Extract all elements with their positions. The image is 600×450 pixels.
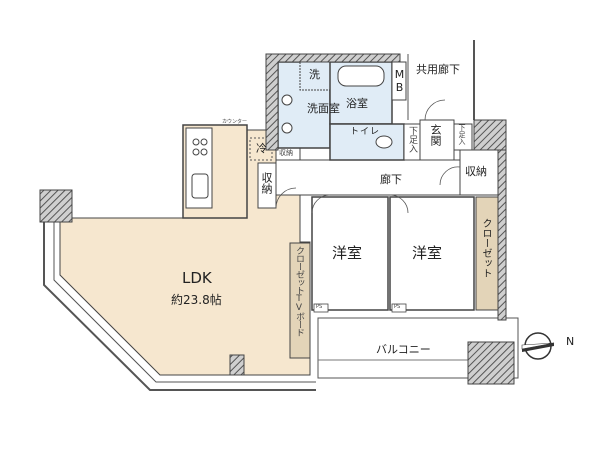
ldk-name: LDK [182,269,212,287]
compass-label: N [566,335,575,348]
right-closet-label: クローゼット [480,218,491,278]
ps-label-2: PS [394,304,401,310]
column-bottom-right [467,341,515,385]
western-room-1-label: 洋室 [332,244,363,262]
mb-label: MB [393,68,406,94]
bathroom-label: 浴室 [346,97,368,110]
column-wet [265,53,401,151]
column-mid [229,354,245,376]
entrance-label: 玄関 [429,124,442,146]
column-right [473,119,507,151]
counter-label: カウンター [222,119,248,125]
shoebox-left-label: 下足入 [407,126,417,153]
washroom-label: 洗面室 [307,102,340,115]
north-arrow-icon [521,332,555,360]
western-room-1 [311,196,389,311]
toilet-label: トイレ [350,127,381,137]
right-storage-label: 収納 [465,165,487,178]
ldk-area: 約23.8帖 [171,293,222,307]
shoebox-right [453,123,473,151]
common-corridor-label: 共用廊下 [416,63,460,76]
tv-closet-label: クローゼットTVボード [294,246,304,336]
hallway [275,159,462,196]
shoebox-right-label: 下足入 [458,124,466,145]
western-room-2-label: 洋室 [412,244,443,262]
fridge-label: 冷 [256,142,267,155]
hallway-label: 廊下 [380,173,402,186]
tv-closet [289,242,311,359]
hall-storage-label: 収納 [260,172,273,194]
washer-label: 洗 [309,68,320,81]
ps-label-1: PS [316,304,323,310]
kitchen-storage-label: 収納 [279,149,293,157]
column-top-left [39,189,73,223]
western-room-2 [389,196,475,311]
ldk-outer-wall [43,220,316,391]
balcony-label: バルコニー [376,343,431,356]
